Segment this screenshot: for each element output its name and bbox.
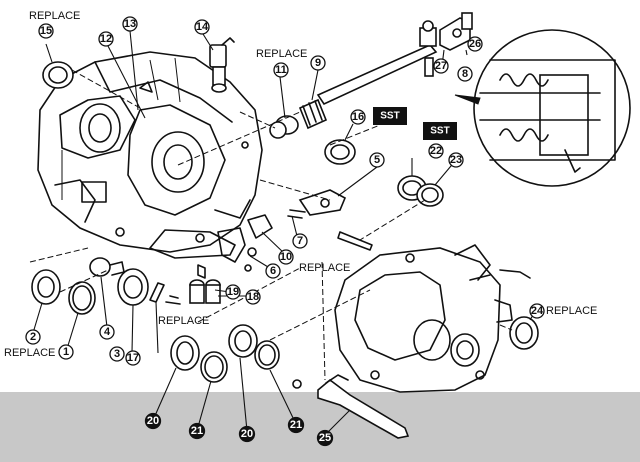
sst-label-1: SST [373, 107, 407, 125]
callout-13: 13 [122, 16, 138, 32]
svg-text:SST: SST [380, 111, 399, 122]
svg-text:21: 21 [290, 419, 302, 431]
callout-2: 2 [25, 329, 41, 345]
callout-14: 14 [194, 19, 210, 35]
assembly-lines [29, 69, 513, 381]
callout-7: 7 [292, 233, 308, 249]
callout-17: 17 [125, 350, 141, 366]
replace-label-24: REPLACE [546, 305, 597, 317]
svg-text:1: 1 [63, 346, 69, 358]
leader-lines [32, 30, 537, 435]
svg-text:20: 20 [241, 428, 253, 440]
svg-text:22: 22 [430, 145, 442, 157]
bracket-26 [439, 12, 473, 51]
svg-text:3: 3 [114, 348, 120, 360]
callout-21a: 21 [188, 422, 206, 440]
callout-5: 5 [369, 152, 385, 168]
lower-left-parts [31, 257, 165, 315]
shift-lever-group [217, 189, 373, 272]
transaxle-case [334, 244, 531, 393]
shift-pin-group [165, 264, 221, 305]
svg-text:9: 9 [315, 57, 321, 69]
svg-text:19: 19 [227, 286, 239, 298]
callout-19: 19 [225, 284, 241, 300]
callout-1: 1 [58, 344, 74, 360]
svg-text:SST: SST [430, 126, 449, 137]
svg-text:25: 25 [319, 432, 331, 444]
callout-20a: 20 [144, 412, 162, 430]
detail-inset [454, 29, 631, 187]
callout-8: 8 [457, 66, 473, 82]
lower-seals [170, 324, 280, 383]
callout-10: 10 [278, 249, 294, 265]
replace-label-15: REPLACE [29, 10, 80, 22]
svg-text:10: 10 [280, 251, 292, 263]
callout-16: 16 [350, 109, 366, 125]
seal-16 [324, 139, 356, 165]
seal-24 [509, 316, 539, 350]
callout-26: 26 [467, 36, 483, 52]
svg-text:4: 4 [104, 326, 111, 338]
svg-text:13: 13 [124, 18, 136, 30]
release-fork-25 [292, 374, 410, 439]
svg-text:23: 23 [450, 154, 462, 166]
callout-23: 23 [448, 152, 464, 168]
svg-text:14: 14 [196, 21, 209, 33]
svg-text:12: 12 [100, 33, 112, 45]
replace-label-11: REPLACE [256, 48, 307, 60]
callout-15: 15 [38, 23, 54, 39]
sst-label-2: SST [423, 122, 457, 140]
svg-text:11: 11 [275, 64, 287, 76]
callout-6: 6 [265, 263, 281, 279]
svg-text:8: 8 [462, 68, 468, 80]
callout-3: 3 [109, 346, 125, 362]
replace-label-lower: REPLACE [158, 315, 209, 327]
callout-20b: 20 [238, 425, 256, 443]
callout-4: 4 [99, 324, 115, 340]
footer-band [0, 392, 640, 462]
sensor-14 [209, 37, 235, 93]
svg-text:7: 7 [297, 235, 303, 247]
seals-22-23 [397, 175, 444, 207]
callout-21b: 21 [287, 416, 305, 434]
svg-text:17: 17 [127, 352, 139, 364]
callout-27: 27 [433, 58, 449, 74]
callout-22: 22 [428, 143, 444, 159]
shift-rod-9 [269, 20, 438, 139]
replace-label-mid: REPLACE [299, 262, 350, 274]
svg-text:20: 20 [147, 415, 159, 427]
callout-24: 24 [529, 303, 545, 319]
callout-11: 11 [273, 62, 289, 78]
svg-text:6: 6 [270, 265, 276, 277]
svg-text:26: 26 [469, 38, 481, 50]
svg-text:5: 5 [374, 154, 380, 166]
replace-label-1: REPLACE [4, 347, 55, 359]
svg-text:27: 27 [435, 60, 447, 72]
seal-15 [42, 61, 74, 89]
svg-text:24: 24 [531, 305, 544, 317]
svg-text:21: 21 [191, 425, 203, 437]
svg-text:15: 15 [40, 25, 52, 37]
callout-18: 18 [245, 289, 261, 305]
callout-12: 12 [98, 31, 114, 47]
svg-text:18: 18 [247, 291, 259, 303]
svg-text:16: 16 [352, 111, 364, 123]
clutch-housing [37, 51, 263, 259]
callout-25: 25 [316, 429, 334, 447]
svg-text:2: 2 [30, 331, 36, 343]
callout-9: 9 [310, 55, 326, 71]
